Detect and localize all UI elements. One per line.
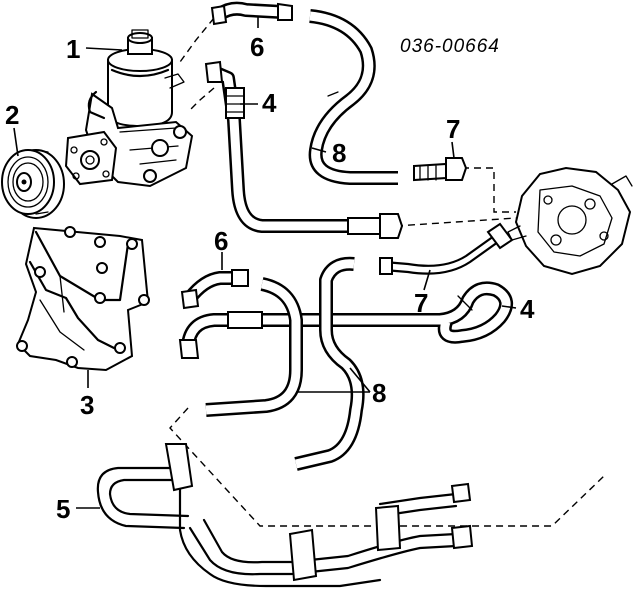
pipe-fitting-middle: [379, 222, 514, 275]
pulley: [1, 149, 65, 219]
callout-3: 3: [80, 390, 94, 420]
leader-lines: [13, 16, 517, 509]
return-hoses-middle: [205, 256, 365, 471]
callout-6-middle: 6: [214, 226, 228, 256]
return-hose-top: [308, 9, 398, 185]
callout-4-top: 4: [262, 88, 277, 118]
callout-2: 2: [5, 100, 19, 130]
power-steering-pump: [64, 29, 194, 188]
callout-7-middle: 7: [414, 288, 428, 318]
pressure-hose-top: [204, 60, 404, 239]
mounting-bracket: [16, 226, 150, 372]
short-hose-top: [210, 1, 293, 26]
cooler-lines: [96, 443, 474, 588]
callout-1: 1: [66, 34, 80, 64]
steering-gear: [507, 166, 633, 276]
callout-8-middle: 8: [372, 378, 386, 408]
callout-8-top: 8: [332, 138, 346, 168]
callout-6-top: 6: [250, 32, 264, 62]
banjo-bolt-top: [413, 157, 468, 182]
reference-number: 036-00664: [400, 36, 500, 57]
callout-5: 5: [56, 494, 70, 524]
pressure-line-middle: [178, 281, 513, 359]
dashed-connection-lines: [169, 17, 605, 527]
short-hose-middle: [180, 269, 249, 310]
callout-7-top: 7: [446, 114, 460, 144]
callouts: 1 2 3 4 4 5 6 6 7 7 8 8: [5, 32, 535, 524]
callout-4-middle: 4: [520, 294, 535, 324]
